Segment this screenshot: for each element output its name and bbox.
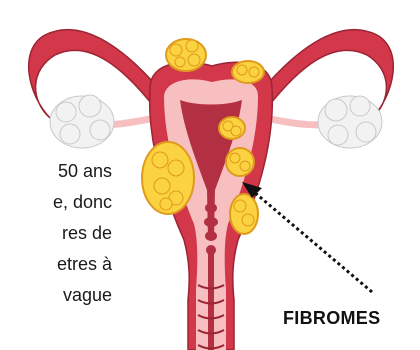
fibroid-intramural-upper bbox=[219, 117, 245, 139]
left-ovary bbox=[50, 95, 114, 148]
fibroid-lower-right bbox=[230, 194, 258, 234]
fibroid-large-left bbox=[142, 142, 194, 214]
fibroid-subserosal-right bbox=[232, 61, 264, 83]
fibroids-label: FIBROMES bbox=[283, 308, 380, 329]
fibroid-top bbox=[166, 39, 206, 71]
fibroid-intramural-mid bbox=[226, 148, 254, 176]
annotation-arrow-line bbox=[254, 192, 372, 292]
right-ovary bbox=[318, 96, 382, 148]
